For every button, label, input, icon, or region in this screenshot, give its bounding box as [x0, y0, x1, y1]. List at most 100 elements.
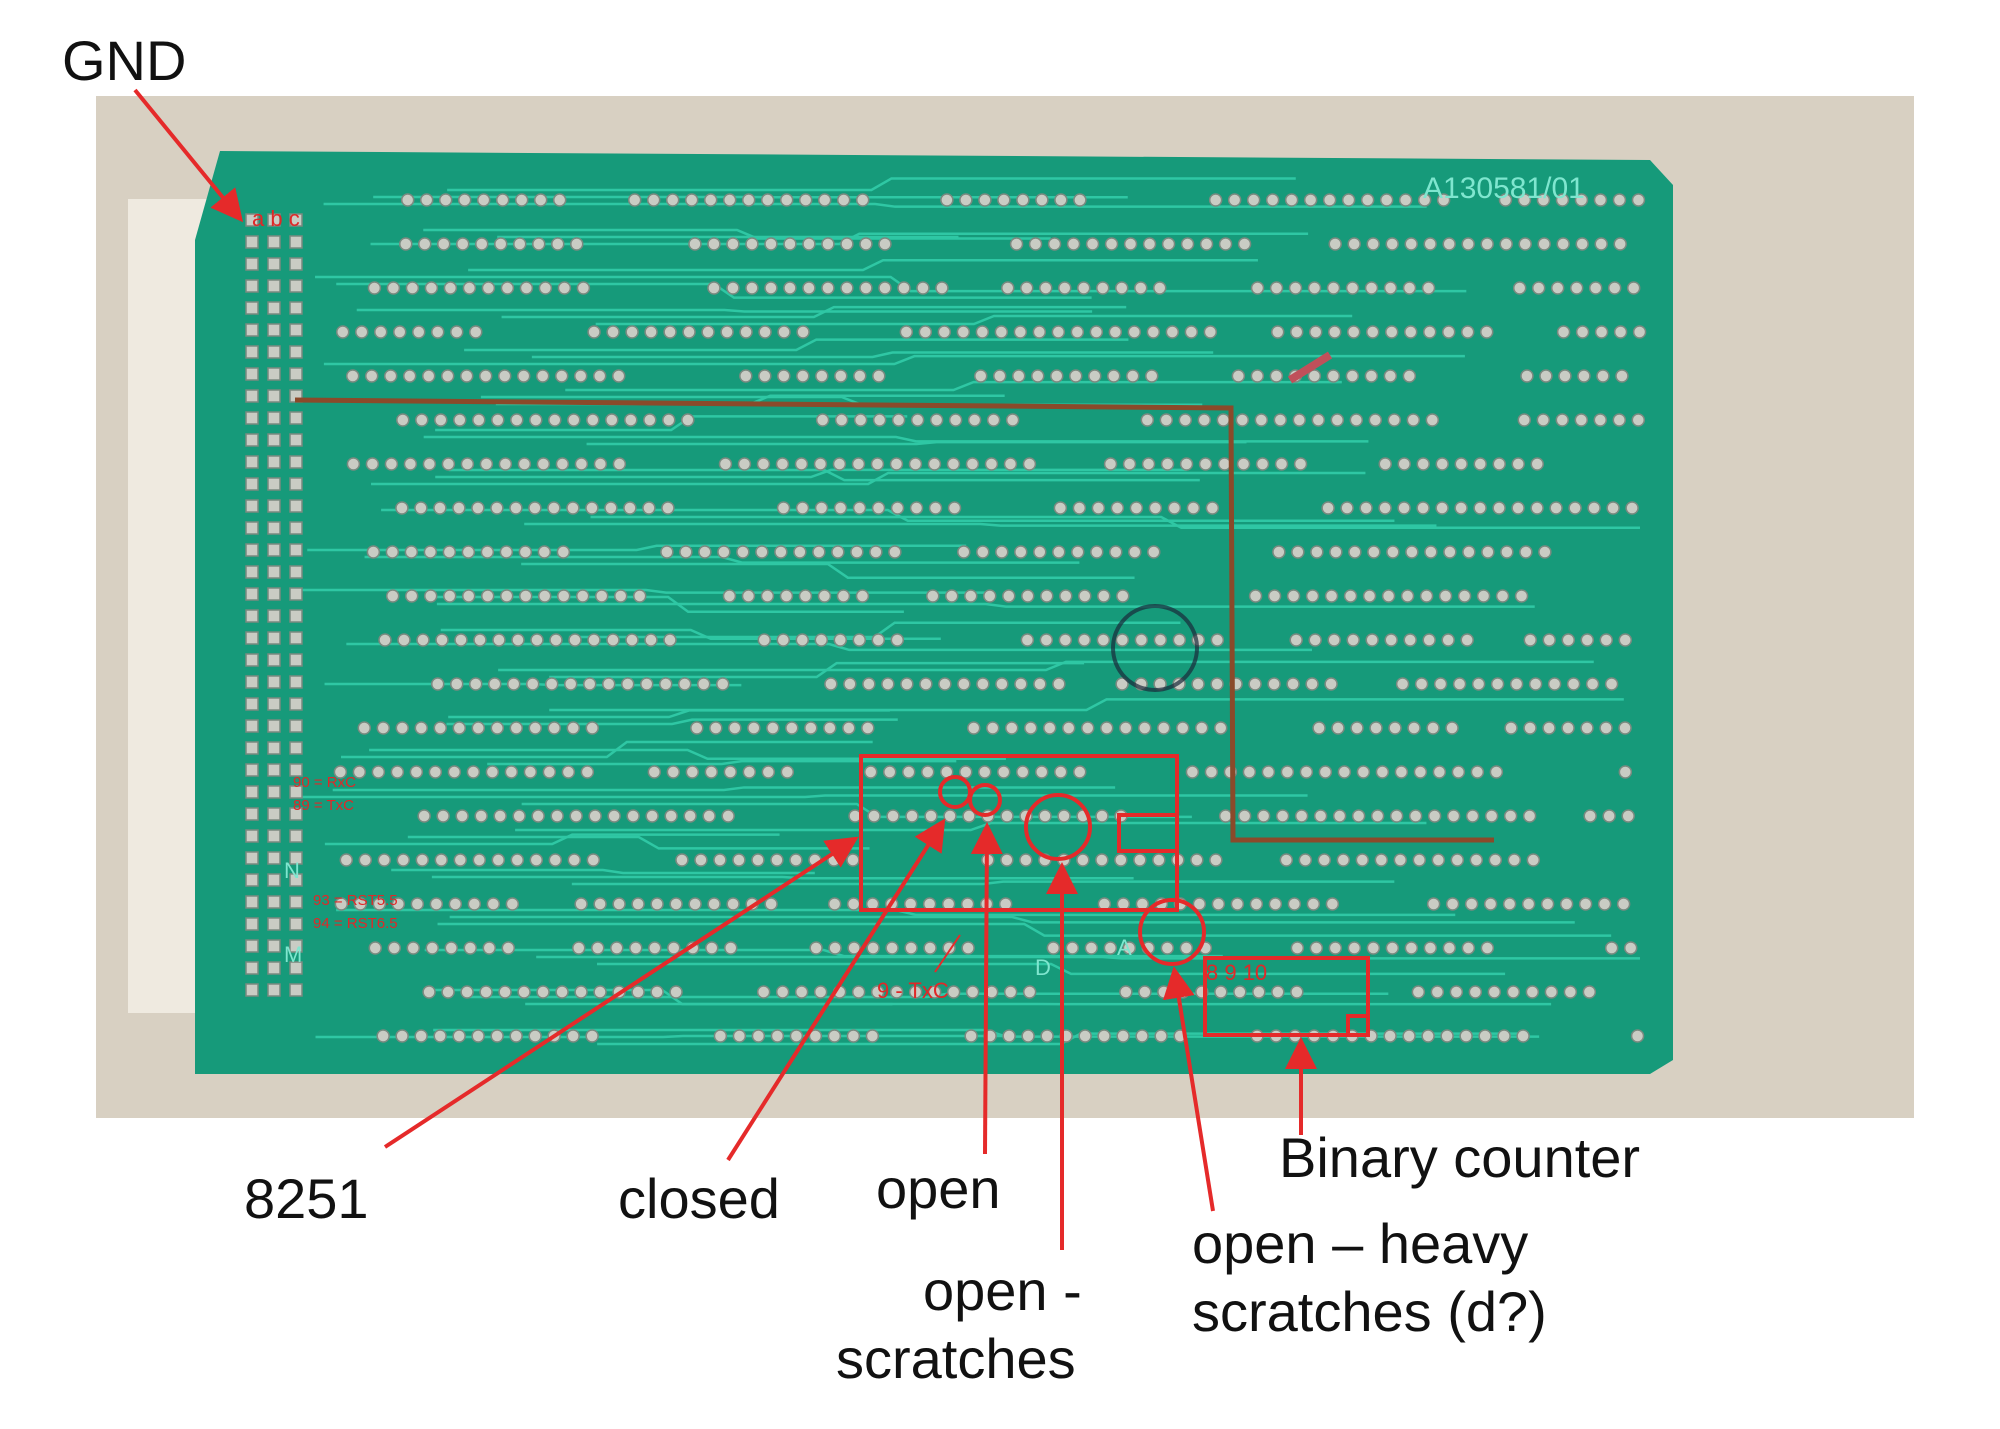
solder-pad: [783, 281, 797, 295]
solder-pad: [1498, 193, 1513, 207]
solder-pad: [1019, 853, 1033, 867]
solder-pad: [289, 521, 303, 535]
solder-pad: [850, 545, 864, 559]
solder-pad: [1053, 765, 1068, 779]
solder-pad: [1116, 1029, 1130, 1043]
solder-pad: [267, 719, 281, 733]
solder-pad: [412, 325, 426, 339]
solder-pad: [1184, 325, 1199, 339]
solder-pad: [904, 941, 918, 955]
solder-pad: [1481, 545, 1495, 559]
solder-pad: [530, 633, 544, 647]
solder-pad: [664, 809, 678, 823]
solder-pad: [1269, 281, 1284, 295]
solder-pad: [431, 325, 445, 339]
solder-pad: [1435, 457, 1449, 471]
solder-pad: [1404, 941, 1419, 955]
solder-pad: [1047, 237, 1062, 251]
solder-pad: [485, 765, 500, 779]
solder-pad: [1204, 765, 1219, 779]
solder-pad: [438, 193, 453, 207]
solder-pad: [289, 807, 303, 821]
solder-pad: [1470, 765, 1485, 779]
solder-pad: [1050, 369, 1064, 383]
solder-pad: [376, 721, 391, 735]
solder-pad: [514, 193, 529, 207]
solder-pad: [1293, 457, 1308, 471]
solder-pad: [745, 237, 759, 251]
solder-pad: [245, 235, 259, 249]
solder-pad: [500, 281, 515, 295]
ink-stamp: [1111, 604, 1199, 692]
solder-pad: [996, 765, 1011, 779]
solder-pad: [867, 809, 881, 823]
solder-pad: [742, 765, 757, 779]
solder-pad: [1523, 721, 1537, 735]
solder-pad: [1002, 589, 1016, 603]
solder-pad: [267, 807, 281, 821]
solder-pad: [245, 213, 259, 227]
solder-pad: [374, 325, 388, 339]
solder-pad: [289, 697, 303, 711]
solder-pad: [1160, 941, 1175, 955]
solder-pad: [908, 985, 923, 999]
solder-pad: [517, 457, 532, 471]
pcb-trace: [448, 468, 1200, 482]
solder-pad: [1422, 325, 1437, 339]
solder-pad: [1577, 369, 1591, 383]
solder-pad: [469, 325, 483, 339]
solder-pad: [1309, 941, 1324, 955]
solder-pad: [289, 983, 303, 997]
solder-pad: [267, 917, 281, 931]
solder-pad: [780, 765, 795, 779]
solder-pad: [339, 853, 354, 867]
solder-pad: [1419, 589, 1434, 603]
solder-pad: [1607, 281, 1622, 295]
solder-pad: [1575, 237, 1589, 251]
solder-pad: [1192, 897, 1207, 911]
solder-pad: [650, 897, 664, 911]
solder-pad: [1618, 633, 1633, 647]
silk-m: M: [284, 942, 302, 967]
solder-pad: [666, 765, 681, 779]
solder-pad: [852, 633, 867, 647]
silk-d: D: [1035, 955, 1051, 980]
solder-pad: [245, 389, 259, 403]
solder-pad: [694, 853, 708, 867]
open-scratches-label-line1: open -: [923, 1259, 1082, 1322]
solder-pad: [267, 301, 281, 315]
solder-pad: [345, 369, 360, 383]
solder-pad: [1185, 765, 1200, 779]
solder-pad: [832, 457, 847, 471]
solder-pad: [707, 897, 721, 911]
solder-pad: [1435, 501, 1449, 515]
solder-pad: [462, 281, 477, 295]
solder-pad: [812, 545, 826, 559]
solder-pad: [916, 281, 930, 295]
solder-pad: [289, 587, 303, 601]
solder-pad: [1237, 237, 1252, 251]
solder-pad: [1599, 633, 1614, 647]
solder-pad: [993, 369, 1007, 383]
solder-pad: [650, 985, 664, 999]
solder-pad: [467, 897, 482, 911]
solder-pad: [846, 897, 861, 911]
solder-pad: [1142, 237, 1157, 251]
solder-pad: [1350, 721, 1364, 735]
solder-pad: [1211, 897, 1226, 911]
solder-pad: [573, 369, 588, 383]
solder-pad: [474, 809, 488, 823]
solder-pad: [1286, 589, 1301, 603]
solder-pad: [1594, 237, 1608, 251]
solder-pad: [878, 281, 892, 295]
solder-pad: [1381, 589, 1396, 603]
solder-pad: [846, 853, 860, 867]
solder-pad: [1270, 325, 1285, 339]
solder-pad: [442, 589, 457, 603]
solder-pad: [1593, 413, 1608, 427]
solder-pad: [1355, 853, 1370, 867]
solder-pad: [660, 545, 674, 559]
solder-pad: [795, 633, 810, 647]
solder-pad: [289, 939, 303, 953]
solder-pad: [533, 193, 548, 207]
